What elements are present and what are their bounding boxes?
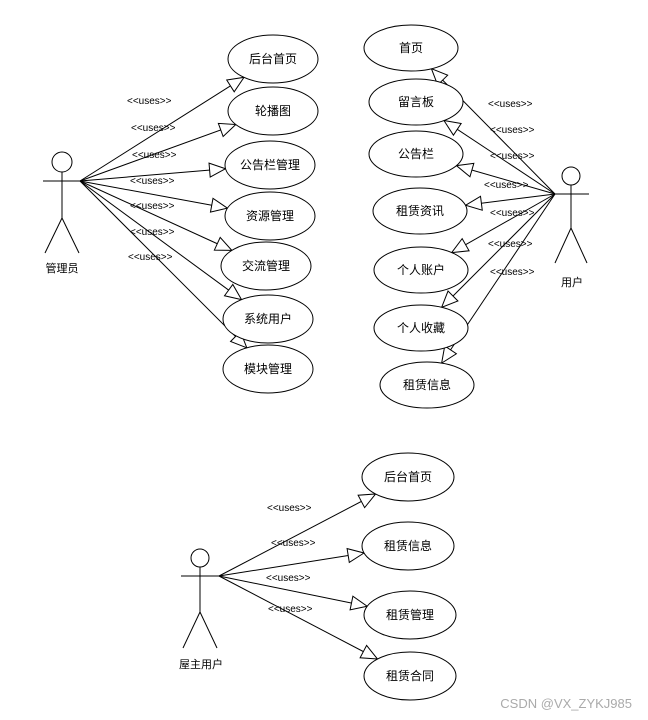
user-arrowhead	[464, 195, 483, 211]
admin-uses-label: <<uses>>	[128, 252, 173, 263]
admin-association-line	[79, 168, 226, 182]
user-usecase-ellipse	[373, 246, 469, 294]
user-arrowhead	[450, 237, 470, 254]
landlord-usecase-ellipse	[363, 651, 457, 701]
user-uses-label: <<uses>>	[490, 208, 535, 219]
user-usecase-ellipse	[372, 187, 468, 235]
admin-association-line	[79, 180, 248, 349]
admin-usecase-label: 后台首页	[249, 51, 297, 66]
landlord-uses-label: <<uses>>	[271, 538, 316, 549]
landlord-arrowhead	[349, 595, 369, 611]
user-usecase-label: 留言板	[398, 95, 434, 109]
admin-arrowhead	[208, 162, 227, 178]
user-association-line	[456, 165, 556, 195]
actor-user	[553, 166, 589, 264]
admin-association-line	[79, 180, 242, 300]
user-uses-label: <<uses>>	[490, 125, 535, 136]
user-uses-label: <<uses>>	[490, 267, 535, 278]
admin-usecase-ellipse	[227, 34, 319, 84]
landlord-usecase-label: 租赁管理	[386, 607, 434, 622]
user-uses-label: <<uses>>	[488, 99, 533, 110]
admin-usecase-ellipse	[220, 241, 312, 291]
admin-uses-label: <<uses>>	[130, 176, 175, 187]
admin-usecase-label: 交流管理	[242, 258, 290, 273]
admin-usecase-label: 系统用户	[244, 311, 292, 326]
landlord-uses-label: <<uses>>	[268, 604, 313, 615]
landlord-usecase-label: 租赁信息	[384, 538, 432, 553]
admin-arrowhead	[217, 122, 237, 138]
landlord-association-line	[218, 552, 365, 577]
admin-arrowhead	[225, 76, 246, 93]
admin-usecase-ellipse	[222, 294, 314, 344]
user-usecase-label: 租赁资讯	[396, 204, 444, 218]
admin-uses-label: <<uses>>	[130, 201, 175, 212]
user-usecase-ellipse	[368, 130, 464, 178]
actor-landlord-label: 屋主用户	[179, 657, 223, 671]
user-arrowhead	[440, 345, 458, 365]
user-association-line	[443, 120, 556, 195]
landlord-usecase-label: 租赁合同	[386, 668, 434, 683]
admin-usecase-ellipse	[227, 86, 319, 136]
watermark: CSDN @VX_ZYKJ985	[500, 696, 632, 711]
user-usecase-label: 个人收藏	[397, 321, 445, 335]
user-usecase-ellipse	[373, 304, 469, 352]
user-arrowhead	[455, 162, 475, 178]
admin-usecase-label: 资源管理	[246, 208, 294, 223]
landlord-arrowhead	[359, 644, 379, 660]
admin-usecase-label: 轮播图	[255, 104, 291, 118]
user-usecase-ellipse	[368, 78, 464, 126]
user-association-line	[441, 193, 556, 308]
actor-landlord	[181, 548, 219, 649]
user-usecase-label: 个人账户	[397, 262, 445, 277]
user-usecase-ellipse	[379, 361, 475, 409]
admin-uses-label: <<uses>>	[132, 150, 177, 161]
landlord-association-line	[218, 493, 376, 577]
admin-association-line	[79, 76, 245, 182]
landlord-usecase-label: 后台首页	[384, 469, 432, 484]
user-usecase-ellipse	[363, 24, 459, 72]
admin-uses-label: <<uses>>	[131, 123, 176, 134]
admin-association-line	[79, 180, 233, 251]
admin-arrowhead	[209, 197, 229, 213]
admin-uses-label: <<uses>>	[130, 227, 175, 238]
landlord-uses-label: <<uses>>	[267, 503, 312, 514]
admin-usecase-label: 公告栏管理	[240, 157, 300, 172]
landlord-usecase-ellipse	[361, 521, 455, 571]
landlord-association-line	[218, 575, 368, 607]
user-association-line	[451, 193, 556, 254]
user-arrowhead	[430, 67, 449, 86]
user-uses-label: <<uses>>	[484, 180, 529, 191]
landlord-arrowhead	[357, 493, 377, 509]
landlord-usecase-ellipse	[363, 590, 457, 640]
landlord-arrowhead	[346, 547, 366, 564]
admin-arrowhead	[213, 236, 233, 251]
admin-association-line	[79, 124, 236, 182]
user-usecase-label: 租赁信息	[403, 377, 451, 392]
landlord-usecase-ellipse	[361, 452, 455, 502]
admin-usecase-ellipse	[222, 344, 314, 394]
user-usecase-label: 首页	[399, 41, 423, 55]
actor-admin-label: 管理员	[46, 261, 79, 275]
admin-arrowhead	[223, 283, 243, 301]
admin-usecase-ellipse	[224, 140, 316, 190]
user-arrowhead	[442, 119, 462, 137]
landlord-association-line	[218, 575, 378, 660]
user-arrowhead	[440, 290, 459, 309]
actor-user-label: 用户	[561, 275, 583, 289]
admin-usecase-ellipse	[224, 191, 316, 241]
admin-uses-label: <<uses>>	[127, 96, 172, 107]
user-uses-label: <<uses>>	[488, 239, 533, 250]
admin-usecase-label: 模块管理	[244, 361, 292, 376]
admin-association-line	[79, 180, 228, 209]
user-uses-label: <<uses>>	[490, 151, 535, 162]
actor-admin	[43, 151, 81, 254]
landlord-uses-label: <<uses>>	[266, 573, 311, 584]
user-usecase-label: 公告栏	[398, 146, 434, 161]
